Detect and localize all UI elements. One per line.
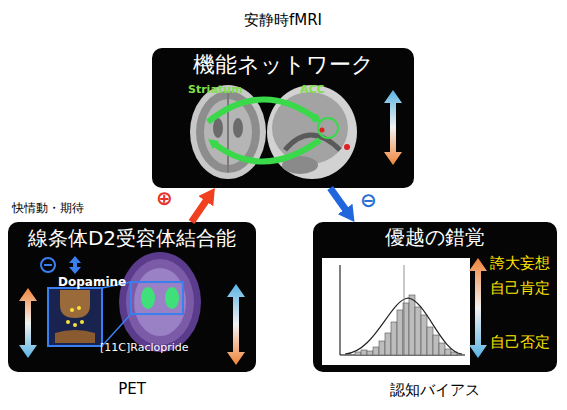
- panel-label: 自己肯定: [490, 280, 550, 297]
- edge-sign: ⊕: [156, 188, 173, 208]
- panel-label: [11C]Raclopride: [100, 342, 189, 355]
- panel-box: 安静時fMRI機能ネットワークStriatumACC: [152, 48, 414, 188]
- edge-sign: ⊖: [360, 190, 377, 210]
- panel-label: Striatum: [188, 84, 242, 97]
- panel-label: ACC: [300, 84, 325, 97]
- panel-title: 優越の錯覚: [313, 226, 557, 249]
- panel-label: 認知バイアス: [313, 382, 557, 399]
- panel-label: 自己否定: [490, 334, 550, 351]
- panel-box: 優越の錯覚誇大妄想自己肯定自己否定認知バイアス: [313, 222, 557, 372]
- panel-label: Dopamine: [58, 276, 126, 290]
- panel-label: PET: [8, 381, 256, 398]
- panel-box: 快情動・期待線条体D2受容体結合能Dopamine[11C]Raclopride…: [8, 222, 256, 372]
- panel-label: 安静時fMRI: [152, 12, 414, 29]
- panel-title: 機能ネットワーク: [152, 52, 414, 77]
- panel-label: 快情動・期待: [12, 202, 84, 216]
- influence-arrow: [192, 196, 210, 222]
- panel-label: 誇大妄想: [490, 255, 550, 272]
- panel-title: 線条体D2受容体結合能: [8, 227, 256, 250]
- influence-arrow: [330, 188, 349, 214]
